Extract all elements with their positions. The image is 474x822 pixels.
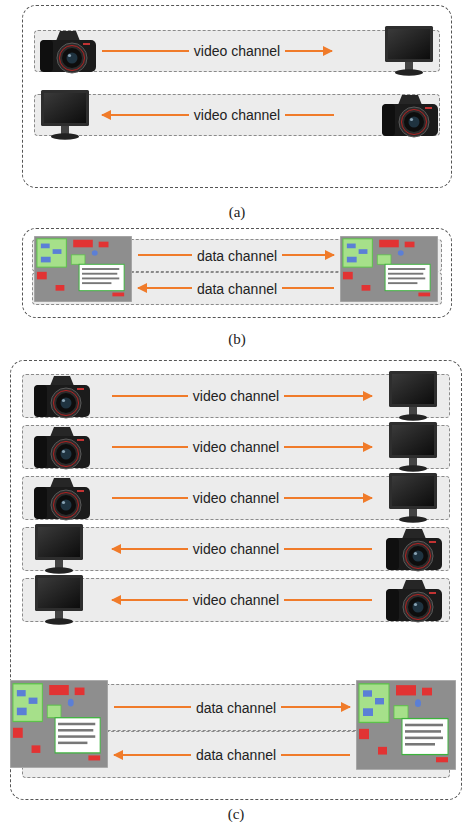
channel-label: data channel [191, 700, 281, 716]
channel-label: video channel [188, 490, 284, 506]
channel-label: data channel [192, 281, 282, 297]
panel-caption: (a) [23, 203, 451, 221]
channel-band: data channel [32, 272, 442, 305]
channel-band: video channel [22, 425, 450, 469]
panel-frame: (a)video channelvideo channel [22, 5, 452, 188]
channel-label: data channel [191, 747, 281, 763]
panel-caption: (b) [23, 330, 451, 348]
channel-label: video channel [188, 541, 284, 557]
channel-label: video channel [189, 107, 285, 123]
channel-band: video channel [34, 30, 440, 72]
panel-frame: (b)data channeldata channel [22, 228, 452, 318]
channel-label: data channel [192, 248, 282, 264]
channel-label: video channel [189, 43, 285, 59]
panel-caption: (c) [11, 805, 461, 822]
channel-band: video channel [22, 578, 450, 622]
channel-label: video channel [188, 439, 284, 455]
channel-label: video channel [188, 388, 284, 404]
channel-band: video channel [22, 374, 450, 418]
channel-band: data channel [22, 731, 450, 778]
channel-band: video channel [22, 527, 450, 571]
channel-band: video channel [22, 476, 450, 520]
channel-band: data channel [22, 684, 450, 731]
panel-frame: (c)video channelvideo channelvideo chann… [10, 360, 462, 800]
channel-band: data channel [32, 239, 442, 272]
channel-band: video channel [34, 94, 440, 136]
channel-label: video channel [188, 592, 284, 608]
